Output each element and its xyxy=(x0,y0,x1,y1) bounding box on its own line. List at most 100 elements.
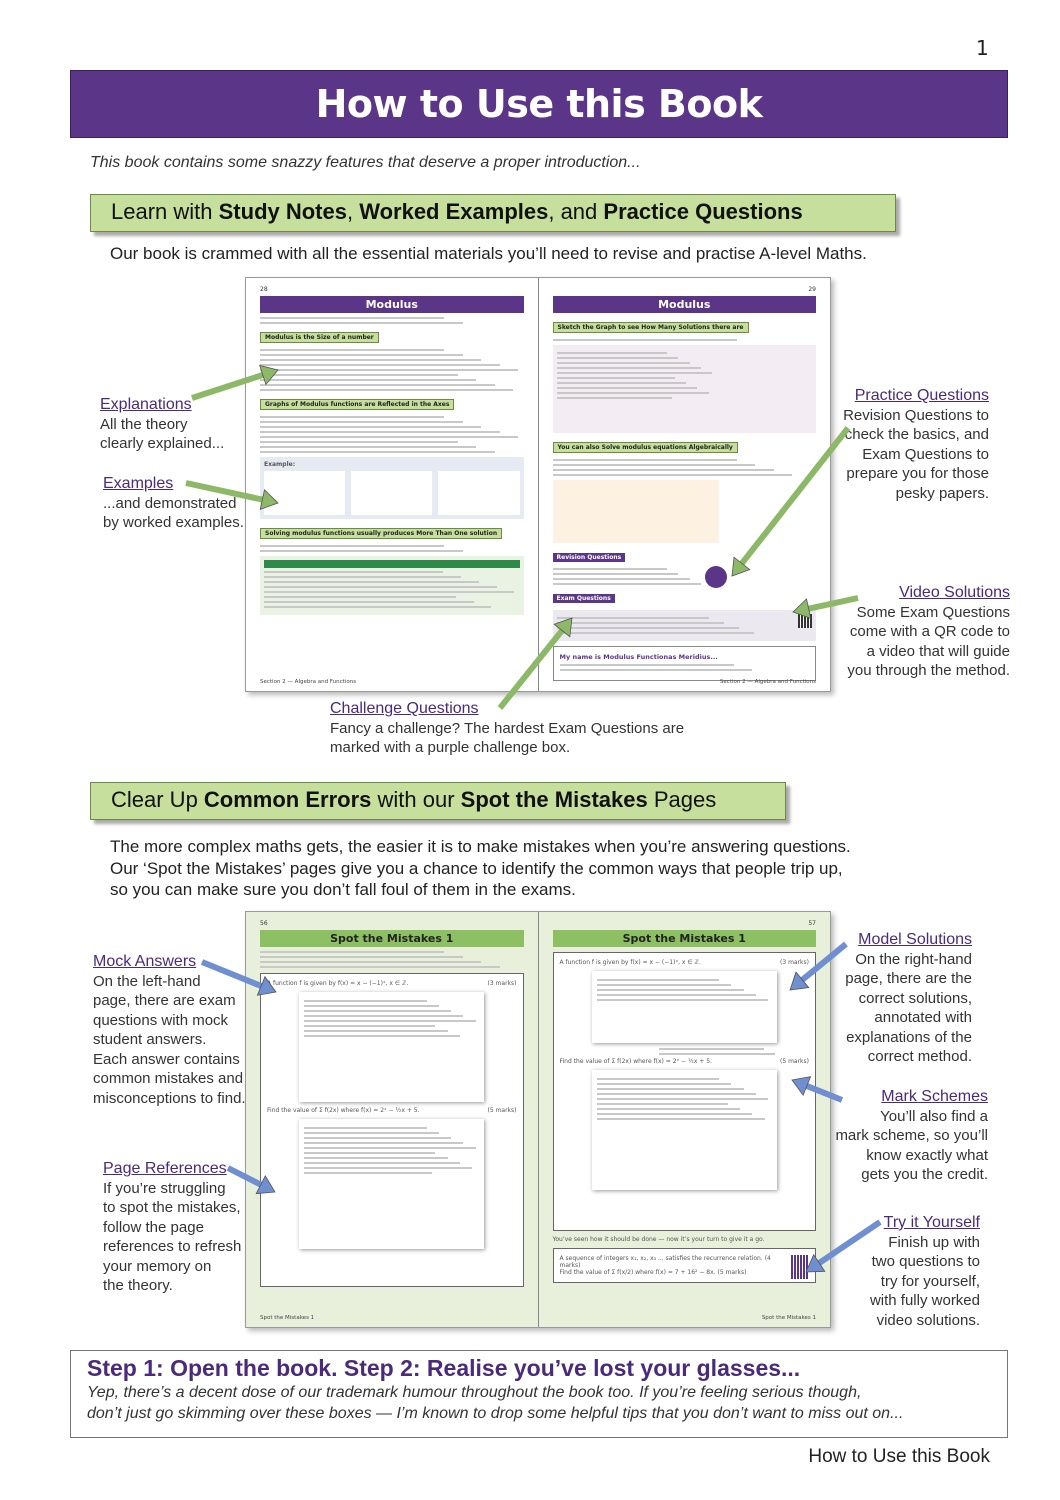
thumb-text-line xyxy=(559,664,735,666)
qr-code-icon xyxy=(791,1255,809,1279)
spot-the-mistakes-spread-image: 56 Spot the Mistakes 1 A function f is g… xyxy=(245,911,831,1328)
thumb-text-line xyxy=(260,961,482,963)
step-tip-box: Step 1: Open the book. Step 2: Realise y… xyxy=(70,1350,1008,1438)
text-line: student answers. xyxy=(93,1031,207,1048)
thumb-text-line xyxy=(304,1127,427,1129)
thumb-heading: Sketch the Graph to see How Many Solutio… xyxy=(552,322,749,333)
thumb-text-line xyxy=(264,581,479,583)
thumb-text-line xyxy=(304,1025,436,1027)
thumb-text-line xyxy=(260,956,463,958)
thumb-text-line xyxy=(304,1142,464,1144)
annotation-title: Challenge Questions xyxy=(330,700,479,717)
heading-part: Study Notes xyxy=(218,199,347,224)
thumb-text-line xyxy=(260,550,463,552)
challenge-badge-icon xyxy=(704,566,727,588)
annotation-title: Mark Schemes xyxy=(881,1088,988,1105)
annotation-title: Video Solutions xyxy=(899,584,1010,601)
annotation-title: Try it Yourself xyxy=(883,1214,980,1231)
thumb-text-line xyxy=(596,1098,769,1100)
thumb-question: A function f is given by f(x) = x − (−1)… xyxy=(559,959,701,966)
thumb-page-number: 57 xyxy=(808,920,816,927)
qr-code-icon xyxy=(798,614,812,628)
thumb-marks: (3 marks) xyxy=(487,980,517,987)
thumb-text-line xyxy=(596,1103,728,1105)
text-line: Some Exam Questions xyxy=(856,603,1010,621)
text-line: Finish up with xyxy=(888,1233,980,1251)
thumb-text-line xyxy=(556,382,687,384)
heading-part: Clear Up xyxy=(111,787,204,812)
thumb-text-line xyxy=(552,474,793,476)
thumb-text-line xyxy=(260,379,477,381)
thumb-text-line xyxy=(552,459,737,461)
thumb-footer: Spot the Mistakes 1 xyxy=(260,1315,315,1321)
thumb-text-line xyxy=(264,591,515,593)
page-56-thumbnail: 56 Spot the Mistakes 1 A function f is g… xyxy=(246,912,538,1327)
thumb-text-line xyxy=(556,627,739,629)
thumb-text-line xyxy=(304,1030,448,1032)
text-line: you through the method. xyxy=(847,662,1010,679)
annotation-title: Explanations xyxy=(100,396,192,413)
thumb-text-line xyxy=(552,578,690,580)
heading-part: , xyxy=(346,199,360,224)
thumb-text-line xyxy=(264,571,443,573)
text-line: misconceptions to find. xyxy=(93,1089,246,1107)
text-line: with fully worked xyxy=(869,1292,980,1309)
thumb-text-line xyxy=(556,632,755,634)
text-line: to spot the mistakes, xyxy=(103,1199,241,1216)
text-line: don’t just go skimming over these boxes … xyxy=(87,1405,904,1422)
text-line: your memory on xyxy=(103,1257,212,1275)
text-line: If you’re struggling xyxy=(103,1179,226,1197)
text-line: Revision Questions to xyxy=(843,406,989,424)
thumb-text-line xyxy=(304,1172,432,1174)
page-title: How to Use this Book xyxy=(315,82,763,126)
thumb-example-box: Example: xyxy=(260,457,524,519)
thumb-text-line xyxy=(260,322,463,324)
thumb-text-line xyxy=(260,421,463,423)
thumb-marks: (5 marks) xyxy=(487,1107,517,1114)
thumb-text-line xyxy=(596,984,732,986)
thumb-text-line xyxy=(260,374,458,376)
thumb-text-line xyxy=(304,1132,439,1134)
text-line: ...and demonstrated xyxy=(103,494,237,512)
thumb-text-line xyxy=(260,446,477,448)
page-29-thumbnail: 29 Modulus Sketch the Graph to see How M… xyxy=(537,278,831,691)
text-line: On the right-hand xyxy=(855,950,972,968)
thumb-question: A function f is given by f(x) = x − (−1)… xyxy=(267,980,409,987)
text-line: prepare you for those xyxy=(846,465,989,482)
thumb-footer: Section 2 — Algebra and Functions xyxy=(719,679,816,685)
thumb-text-line xyxy=(260,359,482,361)
title-banner: How to Use this Book xyxy=(70,70,1008,138)
text-line: Fancy a challenge? The hardest Exam Ques… xyxy=(330,719,685,737)
text-line: Each answer contains xyxy=(93,1050,240,1068)
text-line: gets you the credit. xyxy=(861,1166,988,1183)
thumb-text-line xyxy=(556,377,676,379)
thumb-text-line xyxy=(596,1113,753,1115)
text-line: On the left-hand xyxy=(93,972,201,990)
thumb-text-line xyxy=(260,416,445,418)
thumb-text-line xyxy=(596,994,756,996)
heading-part: with our xyxy=(371,787,461,812)
text-line: Yep, there’s a decent dose of our tradem… xyxy=(87,1384,862,1401)
thumb-text-line xyxy=(556,372,712,374)
text-line: two questions to xyxy=(871,1253,980,1270)
thumb-text-line xyxy=(304,1015,464,1017)
heading-part: , and xyxy=(548,199,604,224)
thumb-footer: Section 2 — Algebra and Functions xyxy=(260,679,357,685)
text-line: clearly explained... xyxy=(100,435,225,452)
text-line: references to refresh xyxy=(103,1238,242,1255)
thumb-exam-heading: Exam Questions xyxy=(552,594,615,603)
thumb-text-line xyxy=(556,362,690,364)
thumb-text-line xyxy=(260,966,500,968)
modulus-spread-image: 28 Modulus Modulus is the Size of a numb… xyxy=(245,277,831,692)
thumb-text-line xyxy=(596,999,769,1001)
heading-part: Practice Questions xyxy=(603,199,803,224)
thumb-question: A sequence of integers x₁, x₂, x₃ ... sa… xyxy=(559,1255,763,1262)
thumb-text-line xyxy=(596,989,744,991)
